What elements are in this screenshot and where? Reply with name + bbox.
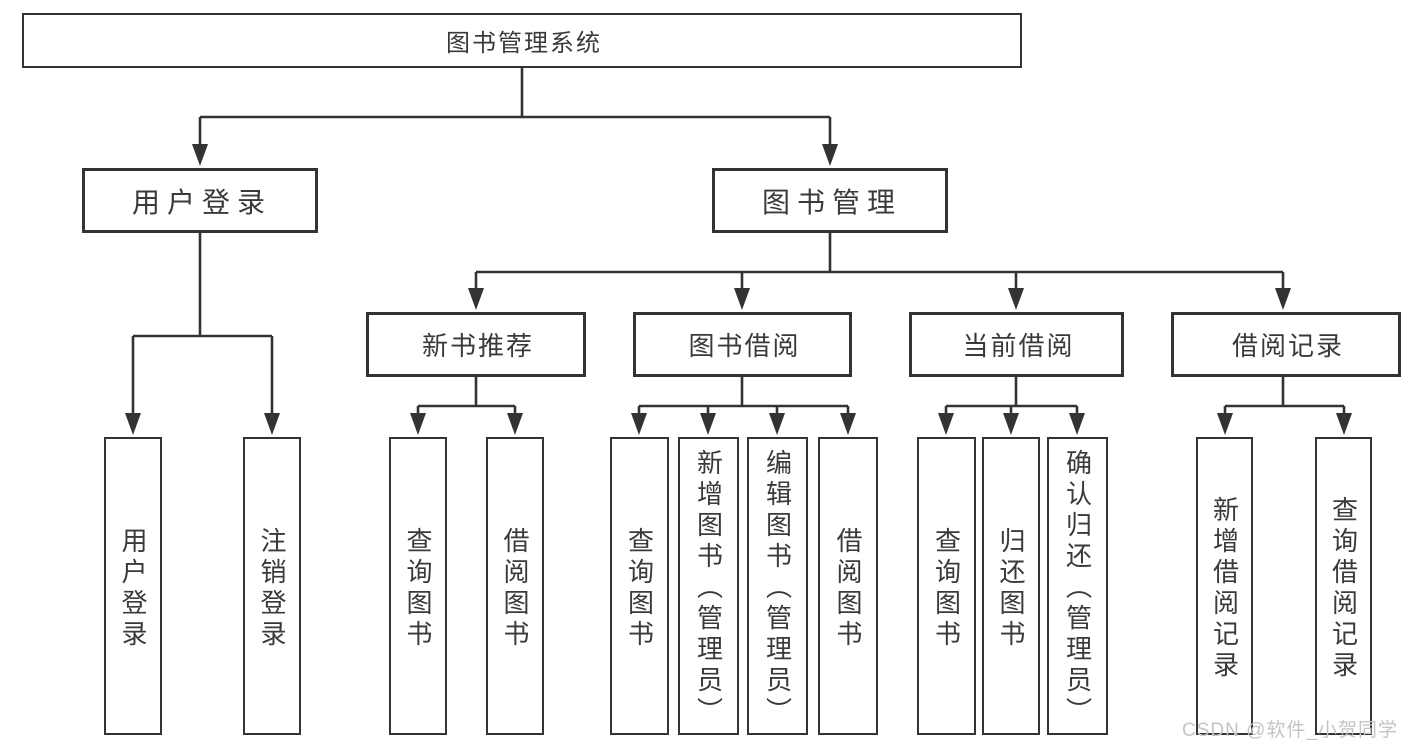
- leaf-label: 用户登录: [118, 526, 148, 651]
- connector-current-borrow-to-leaves: [938, 377, 1085, 435]
- connector-new-book-recommend-to-leaves: [410, 377, 523, 435]
- node-book-borrow: 图书借阅: [633, 312, 852, 377]
- node-label: 新书推荐: [421, 331, 534, 361]
- leaf-confirm-return-admin: 确认归还（管理员）: [1047, 437, 1108, 735]
- watermark: CSDN @软件_小贺同学: [1182, 720, 1398, 741]
- leaf-add-borrow-record: 新增借阅记录: [1196, 437, 1253, 735]
- node-label: 图书管理: [761, 186, 902, 218]
- leaf-label: 查询图书: [931, 526, 962, 651]
- connector-borrow-records-to-leaves: [1217, 377, 1352, 435]
- leaf-query-books-recommend: 查询图书: [389, 437, 447, 735]
- connector-user-login-to-leaves: [125, 233, 280, 435]
- node-label: 用户登录: [131, 186, 272, 218]
- leaf-borrow-books: 借阅图书: [818, 437, 878, 735]
- leaf-label: 新增图书（管理员）: [693, 449, 724, 728]
- node-current-borrow: 当前借阅: [909, 312, 1124, 377]
- leaf-user-login: 用户登录: [104, 437, 162, 735]
- node-book-management: 图书管理: [712, 168, 948, 233]
- node-label: 图书借阅: [688, 331, 801, 361]
- leaf-query-borrow-record: 查询借阅记录: [1315, 437, 1372, 735]
- leaf-add-book-admin: 新增图书（管理员）: [678, 437, 739, 735]
- leaf-label: 新增借阅记录: [1209, 495, 1240, 682]
- leaf-label: 确认归还（管理员）: [1062, 449, 1093, 728]
- leaf-query-books-current: 查询图书: [917, 437, 976, 735]
- leaf-logout: 注销登录: [243, 437, 301, 735]
- leaf-label: 查询图书: [403, 526, 433, 651]
- leaf-label: 借阅图书: [500, 526, 530, 651]
- leaf-return-book: 归还图书: [982, 437, 1040, 735]
- leaf-label: 注销登录: [257, 526, 287, 651]
- leaf-label: 编辑图书（管理员）: [762, 449, 793, 728]
- leaf-label: 查询借阅记录: [1328, 495, 1359, 682]
- node-new-book-recommend: 新书推荐: [366, 312, 586, 377]
- node-label: 当前借阅: [962, 331, 1075, 361]
- connector-book-management-to-level3: [468, 233, 1291, 310]
- node-root-label: 图书管理系统: [446, 30, 602, 57]
- leaf-query-books-borrow: 查询图书: [610, 437, 669, 735]
- node-user-login: 用户登录: [82, 168, 318, 233]
- connector-root-to-level2: [192, 68, 838, 166]
- leaf-label: 借阅图书: [833, 526, 863, 651]
- leaf-borrow-books-recommend: 借阅图书: [486, 437, 544, 735]
- leaf-label: 归还图书: [996, 526, 1026, 651]
- node-borrow-records: 借阅记录: [1171, 312, 1401, 377]
- leaf-label: 查询图书: [624, 526, 655, 651]
- connector-book-borrow-to-leaves: [631, 377, 856, 435]
- node-label: 借阅记录: [1231, 331, 1344, 361]
- node-root: 图书管理系统: [22, 13, 1022, 68]
- leaf-edit-book-admin: 编辑图书（管理员）: [747, 437, 808, 735]
